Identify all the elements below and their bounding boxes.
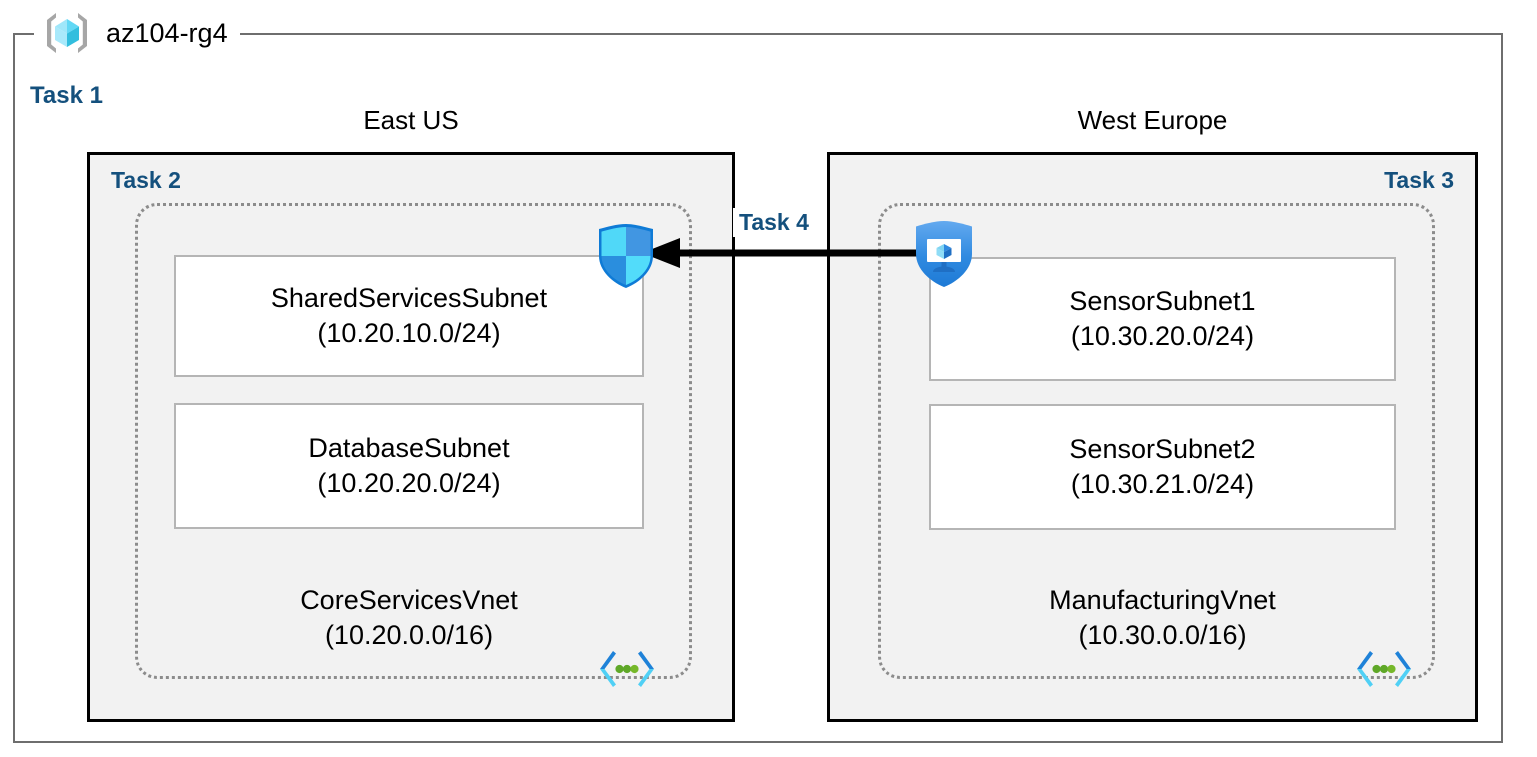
vnet-caption-coreservicesvnet: CoreServicesVnet (10.20.0.0/16) <box>174 583 644 653</box>
subnet-sensorsubnet2: SensorSubnet2 (10.30.21.0/24) <box>929 404 1396 530</box>
subnet-databasesubnet: DatabaseSubnet (10.20.20.0/24) <box>174 403 644 529</box>
subnet-cidr: (10.20.20.0/24) <box>317 468 501 498</box>
virtual-network-icon <box>1353 645 1415 693</box>
vnet-box-coreservicesvnet <box>135 203 692 679</box>
resource-group-frame <box>13 33 1503 743</box>
region-title-west-europe: West Europe <box>1077 105 1228 135</box>
subnet-cidr: (10.30.20.0/24) <box>1070 321 1255 351</box>
subnet-cidr: (10.20.10.0/24) <box>317 318 501 348</box>
subnet-name: SensorSubnet2 <box>1069 434 1256 465</box>
subnet-name: DatabaseSubnet <box>308 433 510 464</box>
subnet-cidr: (10.30.21.0/24) <box>1070 469 1255 499</box>
resource-group-cube-icon <box>42 8 92 58</box>
subnet-sensorsubnet1: SensorSubnet1 (10.30.20.0/24) <box>929 257 1396 381</box>
task-3-label: Task 3 <box>1384 167 1454 193</box>
vnet-box-manufacturingvnet <box>878 203 1435 679</box>
region-title-east-us: East US <box>363 105 459 135</box>
resource-group-header: az104-rg4 <box>34 0 240 66</box>
application-security-group-shield-icon <box>911 219 977 289</box>
task-2-label: Task 2 <box>111 167 181 193</box>
vnet-name: ManufacturingVnet <box>1049 585 1276 615</box>
task-1-label: Task 1 <box>26 82 107 110</box>
subnet-sharedservicessubnet: SharedServicesSubnet (10.20.10.0/24) <box>174 255 644 377</box>
virtual-network-icon <box>596 645 658 693</box>
subnet-name: SharedServicesSubnet <box>270 283 548 314</box>
vnet-cidr: (10.30.0.0/16) <box>1078 620 1247 651</box>
resource-group-name: az104-rg4 <box>106 17 228 48</box>
vnet-name: CoreServicesVnet <box>300 585 518 615</box>
subnet-name: SensorSubnet1 <box>1069 286 1256 317</box>
vnet-cidr: (10.20.0.0/16) <box>324 620 494 651</box>
peering-arrow-icon <box>640 232 930 274</box>
network-security-group-shield-icon <box>595 222 657 290</box>
task-4-label: Task 4 <box>733 208 815 237</box>
vnet-caption-manufacturingvnet: ManufacturingVnet (10.30.0.0/16) <box>929 583 1396 653</box>
